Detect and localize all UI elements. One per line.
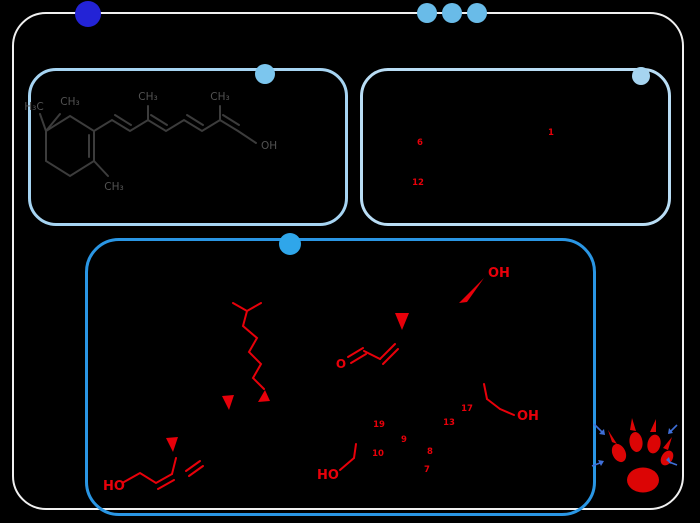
panel-retinol	[28, 68, 348, 226]
panel-calcitriol-dot-icon	[279, 233, 301, 255]
carbon-7-label: 7	[424, 465, 430, 475]
paw-pad	[627, 467, 659, 493]
retinol-hydroxyl-label: OH	[261, 140, 277, 152]
outer-border	[12, 12, 684, 510]
paw-toe-4	[660, 450, 674, 466]
retinol-chain-methyl-2-label: CH₃	[210, 91, 229, 103]
arrow-bottom-left-icon	[591, 460, 604, 467]
paw-claws	[608, 418, 672, 450]
arrow-top-left-icon	[593, 423, 605, 435]
trio-dot-3-icon	[467, 3, 487, 23]
calcitriol-structure: OH OH HO HO O 19 9 10 8 7 13 17	[103, 266, 539, 494]
primary-dot-icon	[75, 1, 101, 27]
carbon-17-label: 17	[461, 404, 473, 414]
retinol-bonds	[39, 105, 257, 178]
paw-toe-3	[647, 434, 661, 454]
carbon-9-label: 9	[401, 435, 407, 445]
panel-numbered-dot-icon	[632, 67, 650, 85]
retinol-gem-methyl-right-label: CH₃	[60, 96, 79, 108]
retinol-chain-methyl-1-label: CH₃	[138, 91, 157, 103]
panel-calcitriol	[85, 238, 596, 516]
carbon-10-label: 10	[372, 449, 384, 459]
calcitriol-hydroxyl-mid-label: HO	[317, 468, 339, 483]
retinol-ring	[45, 114, 95, 178]
paw-toe-2	[629, 432, 643, 452]
arrow-top-right-icon	[668, 424, 678, 434]
trio-dot-2-icon	[442, 3, 462, 23]
paw-logo	[591, 418, 678, 493]
paw-toe-1	[611, 443, 627, 463]
calcitriol-hydroxyl-right-label: OH	[517, 409, 539, 424]
arrow-bottom-right-icon	[666, 457, 678, 466]
side-chain-isopropyl	[232, 302, 262, 313]
retinol-gem-methyl-left-label: H₃C	[24, 101, 43, 113]
calcitriol-wedge-bonds	[166, 278, 484, 452]
calcitriol-ketone-oxygen-label: O	[336, 357, 346, 371]
numbered-structure-labels: 6 1 12	[412, 128, 554, 188]
calcitriol-hydroxyl-top-label: OH	[488, 266, 510, 281]
position-6-label: 6	[417, 138, 423, 148]
a-ring-bonds	[123, 471, 173, 485]
panel-retinol-dot-icon	[255, 64, 275, 84]
retinol-ring-methyl-label: CH₃	[104, 181, 123, 193]
position-1-label: 1	[548, 128, 554, 138]
retinol-structure: H₃C CH₃ CH₃ CH₃ CH₃ OH	[24, 91, 277, 193]
calcitriol-hydroxyl-left-label: HO	[103, 479, 125, 494]
side-chain	[241, 310, 265, 390]
trio-dot-1-icon	[417, 3, 437, 23]
paw-arrows	[591, 423, 678, 467]
position-12-label: 12	[412, 178, 424, 188]
carbon-19-label: 19	[373, 420, 385, 430]
carbon-13-label: 13	[443, 418, 455, 428]
carbon-8-label: 8	[427, 447, 433, 457]
panel-numbered-structure	[360, 68, 671, 226]
calcitriol-bonds	[123, 302, 515, 490]
